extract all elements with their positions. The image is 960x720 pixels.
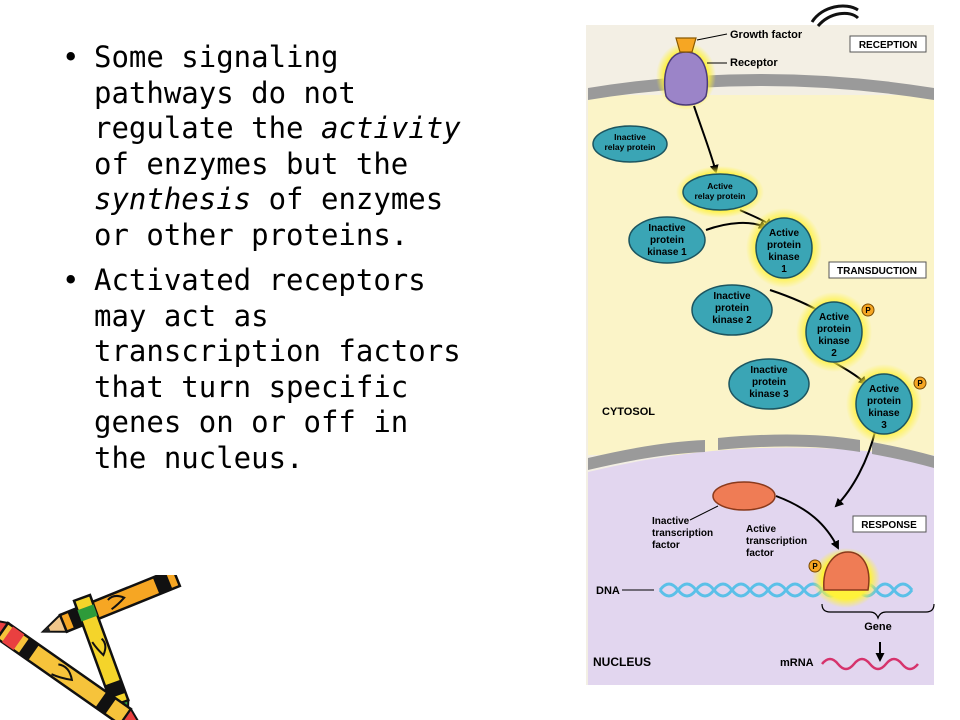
svg-text:Active: Active [819, 312, 849, 323]
svg-text:kinase 1: kinase 1 [647, 247, 687, 258]
inactive-tf-label: Inactive transcription factor [652, 516, 713, 551]
svg-text:protein: protein [867, 396, 901, 407]
mrna-strand [821, 657, 919, 671]
svg-text:relay protein: relay protein [694, 191, 745, 201]
phosphate-badge-tf: P [808, 559, 822, 573]
crayons-clipart [0, 575, 182, 720]
bullet-marker: • [62, 263, 80, 297]
active-protein-kinase-3: Active protein kinase 3 [846, 364, 922, 444]
svg-text:protein: protein [650, 235, 684, 246]
receptor [656, 42, 716, 110]
bullet-text: Some signaling pathways do not regulate … [94, 40, 461, 252]
active-relay-protein: Active relay protein [676, 166, 764, 218]
inactive-relay-protein: Inactive relay protein [592, 125, 668, 163]
active-transcription-factor [812, 548, 880, 608]
svg-text:kinase: kinase [768, 252, 800, 263]
svg-text:P: P [812, 562, 818, 571]
active-protein-kinase-1: Active protein kinase 1 [746, 208, 822, 288]
active-protein-kinase-2: Active protein kinase 2 [796, 292, 872, 372]
gene-label: Gene [864, 621, 892, 633]
svg-text:transcription: transcription [746, 536, 807, 547]
svg-text:Inactive: Inactive [750, 365, 788, 376]
svg-text:protein: protein [817, 324, 851, 335]
phosphate-badge-k2: P [861, 303, 875, 317]
svg-text:Inactive: Inactive [614, 132, 646, 142]
green-crayon [72, 593, 130, 720]
svg-text:transcription: transcription [652, 528, 713, 539]
cytosol-label: CYTOSOL [602, 406, 655, 418]
svg-text:kinase 2: kinase 2 [712, 315, 752, 326]
bullet-text-segment: of enzymes or other proteins. [94, 182, 444, 252]
inactive-tf-leader [689, 505, 719, 521]
svg-text:factor: factor [746, 548, 774, 559]
receptor-label: Receptor [730, 57, 778, 69]
gene-bracket [821, 603, 935, 620]
growth-factor-label: Growth factor [730, 29, 803, 41]
svg-text:kinase: kinase [818, 336, 850, 347]
svg-text:protein: protein [715, 303, 749, 314]
svg-text:Active: Active [707, 181, 733, 191]
dna-label: DNA [596, 585, 620, 597]
svg-text:P: P [865, 306, 871, 315]
svg-text:protein: protein [767, 240, 801, 251]
corner-decoration-icon [810, 4, 860, 28]
nucleus-label: NUCLEUS [593, 655, 651, 669]
svg-text:1: 1 [781, 264, 787, 275]
svg-text:P: P [917, 379, 923, 388]
growth-factor-leader [696, 33, 728, 41]
svg-text:Inactive: Inactive [648, 223, 686, 234]
svg-text:Active: Active [869, 384, 899, 395]
inactive-protein-kinase-1: Inactive protein kinase 1 [628, 216, 706, 264]
bullet-text-segment: of enzymes but the [94, 146, 409, 181]
inactive-protein-kinase-2: Inactive protein kinase 2 [691, 284, 773, 336]
bullet-text-segment: Some signaling pathways do not regulate … [94, 40, 356, 145]
inactive-protein-kinase-3: Inactive protein kinase 3 [728, 358, 810, 410]
bullet-item: • Some signaling pathways do not regulat… [58, 40, 478, 253]
growth-factor [675, 37, 697, 53]
bullet-list: • Some signaling pathways do not regulat… [58, 40, 478, 486]
svg-text:factor: factor [652, 540, 680, 551]
svg-text:relay protein: relay protein [604, 142, 655, 152]
svg-text:TRANSDUCTION: TRANSDUCTION [837, 266, 917, 277]
phosphate-badge-k3: P [913, 376, 927, 390]
mrna-label: mRNA [780, 657, 814, 669]
red-crayon [0, 617, 145, 720]
svg-text:Inactive: Inactive [652, 516, 690, 527]
bullet-item: • Activated receptors may act as transcr… [58, 263, 478, 476]
stage-label-transduction: TRANSDUCTION [828, 261, 927, 279]
svg-text:RECEPTION: RECEPTION [859, 40, 917, 51]
bullet-text-segment: Activated receptors may act as transcrip… [94, 263, 461, 475]
nuclear-envelope [588, 434, 934, 470]
stage-label-reception: RECEPTION [849, 35, 927, 53]
active-tf-label: Active transcription factor [746, 524, 807, 559]
svg-text:Active: Active [746, 524, 776, 535]
nucleus-region [588, 447, 934, 685]
svg-text:protein: protein [752, 377, 786, 388]
stage-label-response: RESPONSE [852, 515, 927, 533]
svg-text:3: 3 [881, 420, 887, 431]
svg-text:kinase 3: kinase 3 [749, 389, 789, 400]
svg-text:kinase: kinase [868, 408, 900, 419]
svg-text:RESPONSE: RESPONSE [861, 520, 917, 531]
bullet-marker: • [62, 40, 80, 74]
svg-text:Inactive: Inactive [713, 291, 751, 302]
bullet-text: Activated receptors may act as transcrip… [94, 263, 461, 475]
svg-text:Active: Active [769, 228, 799, 239]
inactive-transcription-factor [712, 481, 776, 511]
emphasis-text: activity [320, 111, 461, 145]
svg-text:2: 2 [831, 348, 837, 359]
emphasis-text: synthesis [94, 182, 252, 216]
